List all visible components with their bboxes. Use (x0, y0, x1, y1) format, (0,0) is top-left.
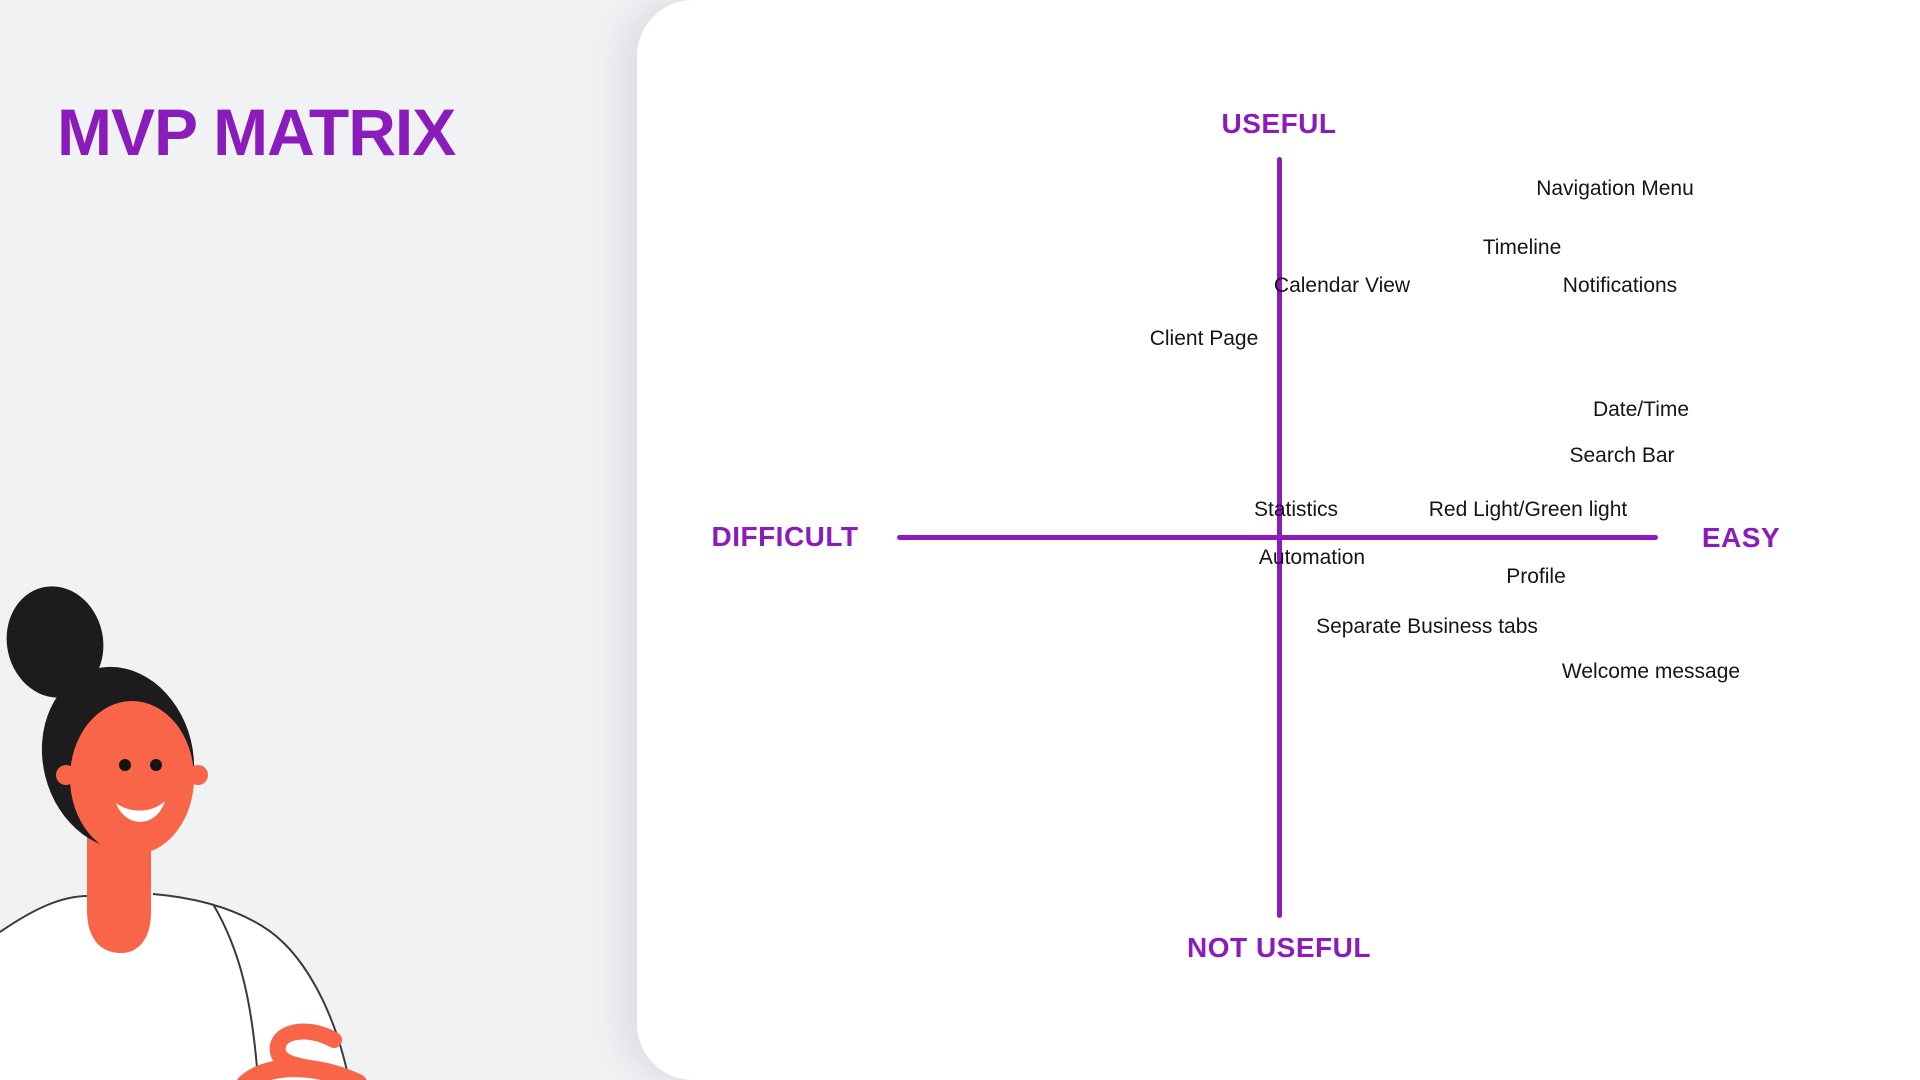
matrix-item: Notifications (1562, 274, 1678, 297)
matrix-item: Timeline (1482, 236, 1562, 259)
person-illustration (0, 586, 367, 1080)
eye-right (150, 759, 162, 771)
matrix-item: Profile (1506, 565, 1566, 588)
matrix-item: Automation (1258, 546, 1366, 569)
shirt-shape (0, 894, 349, 1080)
face (70, 701, 194, 855)
smile (116, 801, 165, 822)
matrix-item: Client Page (1149, 327, 1259, 350)
matrix-item: Navigation Menu (1536, 177, 1694, 200)
matrix-item: Separate Business tabs (1316, 615, 1538, 638)
matrix-item: Date/Time (1592, 398, 1690, 421)
hair-bun (6, 586, 104, 698)
matrix-item: Search Bar (1569, 444, 1675, 467)
horizontal-axis-line (897, 535, 1658, 540)
matrix-item: Calendar View (1273, 274, 1411, 297)
axis-label-not-useful: NOT USEFUL (1187, 932, 1371, 963)
eye-left (119, 759, 131, 771)
matrix-item: Red Light/Green light (1428, 498, 1628, 521)
axis-label-difficult: DIFFICULT (711, 521, 859, 552)
matrix-item: Welcome message (1561, 660, 1741, 683)
page-title: MVP MATRIX (57, 95, 456, 169)
axis-label-useful: USEFUL (1221, 108, 1337, 139)
matrix-item: Statistics (1253, 498, 1339, 521)
axis-label-easy: EASY (1701, 522, 1781, 553)
